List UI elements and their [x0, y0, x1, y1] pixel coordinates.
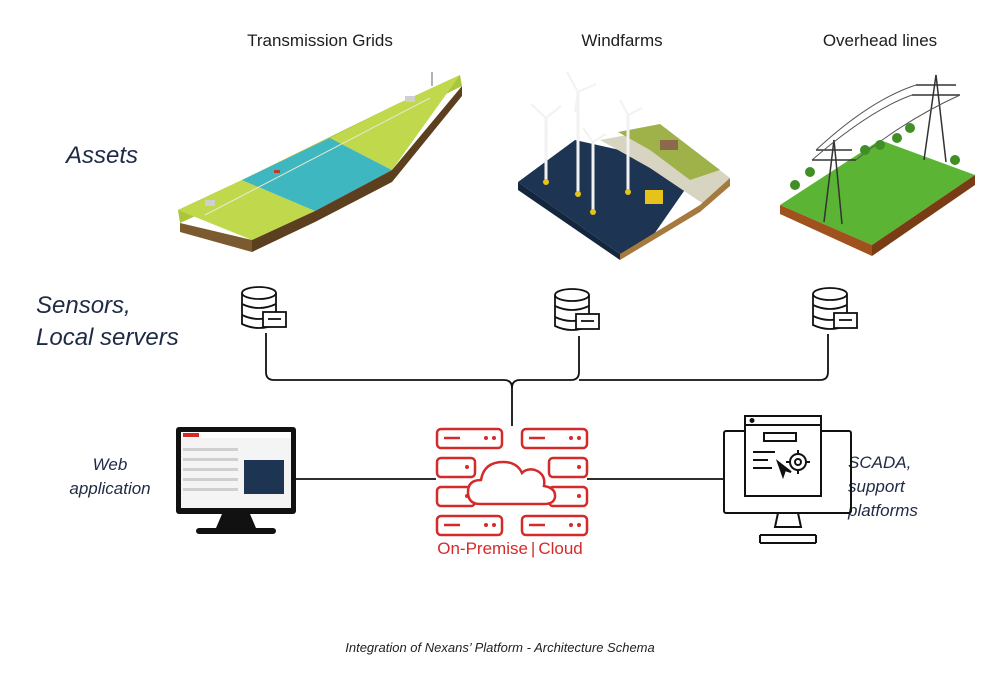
web-label-line-1: Web	[92, 455, 128, 474]
row-label-assets: Assets	[66, 142, 139, 169]
web-label-line-2: application	[69, 479, 151, 498]
monitor-web-app-icon	[176, 427, 296, 534]
hub-label-on-premise: On-Premise	[437, 539, 528, 558]
scada-label: SCADA, support platforms	[848, 451, 968, 523]
database-icon-3	[812, 287, 858, 330]
overhead-lines-illustration	[780, 74, 975, 256]
windfarm-illustration	[518, 71, 730, 260]
connection-lines	[265, 333, 829, 480]
diagram-caption: Integration of Nexans’ Platform - Archit…	[345, 640, 655, 655]
database-icon-2	[554, 288, 600, 331]
transmission-grid-illustration	[178, 72, 462, 252]
row-label-sensors: Sensors,	[36, 292, 131, 319]
column-title-transmission-grids: Transmission Grids	[247, 31, 393, 50]
database-icon-1	[241, 286, 287, 329]
column-title-overhead-lines: Overhead lines	[822, 31, 938, 50]
server-cloud-hub-icon	[435, 427, 589, 537]
row-label-local-servers: Local servers	[36, 324, 179, 351]
hub-label: On-Premise|Cloud	[410, 539, 610, 559]
column-title-windfarms: Windfarms	[581, 31, 663, 50]
scada-label-line-1: SCADA,	[848, 453, 912, 472]
scada-computer-icon	[723, 415, 852, 544]
scada-label-line-3: platforms	[848, 501, 918, 520]
hub-label-cloud: Cloud	[538, 539, 583, 558]
hub-label-separator: |	[530, 539, 536, 558]
scada-label-line-2: support	[848, 477, 905, 496]
hub-dots	[465, 436, 581, 527]
web-application-label: Web application	[50, 453, 170, 501]
